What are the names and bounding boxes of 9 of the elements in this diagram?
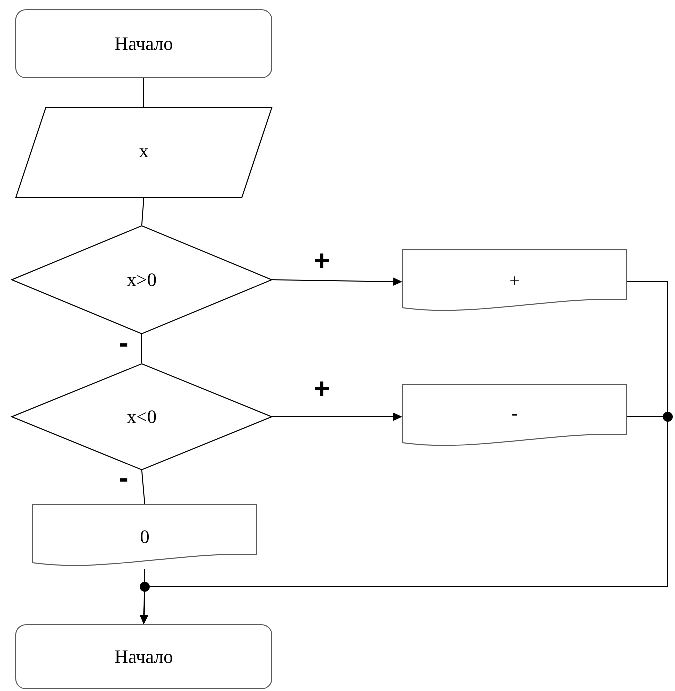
terminal-box: Начало (16, 624, 272, 690)
document-box: - (402, 384, 628, 446)
terminal-box: Начало (16, 10, 272, 78)
edge-label: - (118, 478, 130, 488)
edge-label: + (312, 252, 332, 272)
edge-label: + (312, 380, 332, 400)
document-box: 0 (32, 504, 258, 566)
document-box: + (402, 250, 628, 312)
edge-label: - (118, 342, 130, 354)
